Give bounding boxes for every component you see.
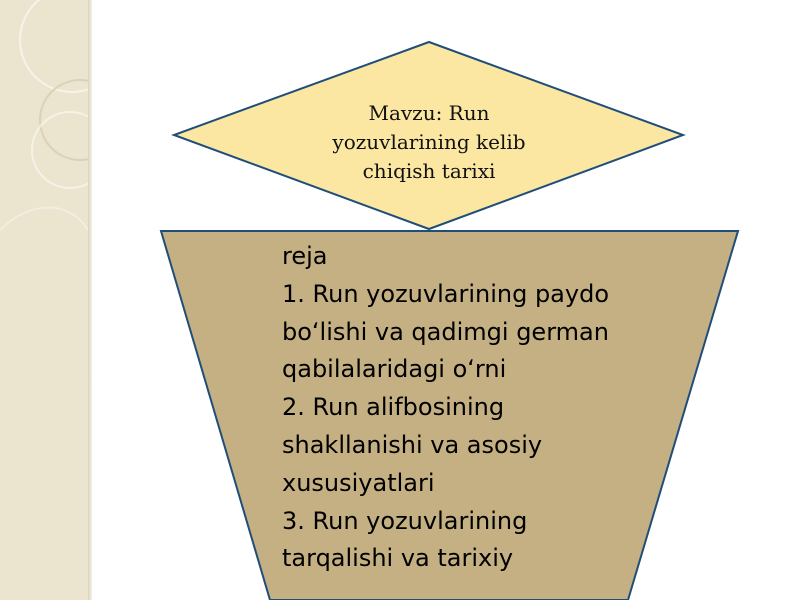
plan-item-3: 3. Run yozuvlarining tarqalishi va tarix…	[282, 506, 528, 573]
decorative-side-panel	[0, 0, 88, 600]
plan-item-1: 1. Run yozuvlarining paydo boʻlishi va q…	[282, 279, 609, 384]
plan-content: reja 1. Run yozuvlarining paydo boʻlishi…	[282, 238, 612, 578]
topic-title-text: Mavzu: Run yozuvlarining kelib chiqish t…	[332, 100, 526, 183]
side-panel-edge	[88, 0, 92, 600]
topic-title: Mavzu: Run yozuvlarining kelib chiqish t…	[300, 92, 558, 192]
decorative-swirl-graphic	[0, 0, 88, 231]
plan-funnel	[159, 230, 740, 600]
plan-heading: reja	[282, 242, 328, 270]
topic-diamond	[171, 40, 686, 231]
plan-item-2: 2. Run alifbosining shakllanishi va asos…	[282, 393, 543, 497]
